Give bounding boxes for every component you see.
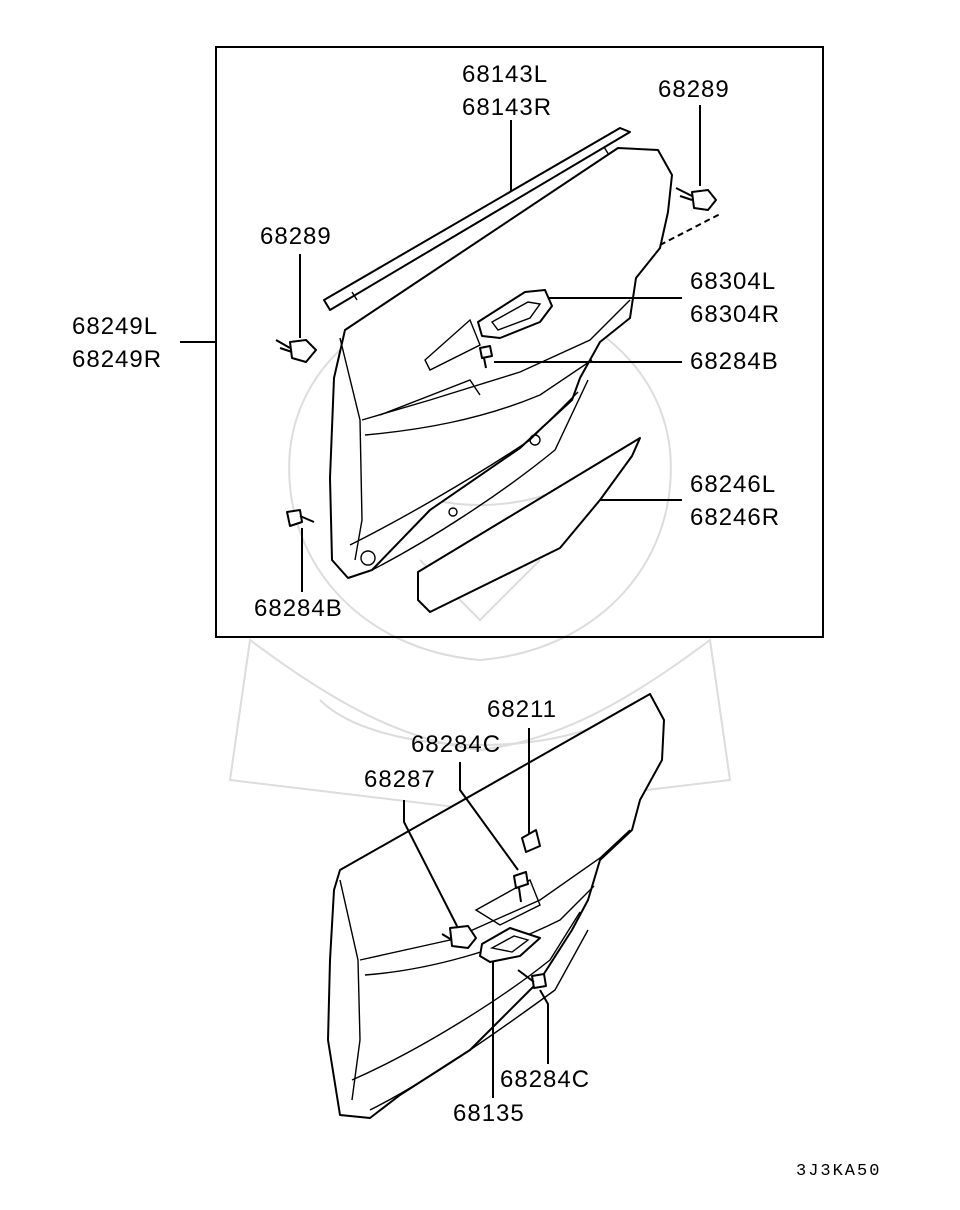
clip-top xyxy=(675,187,717,211)
lower-door-trim-panel xyxy=(327,693,665,1119)
label-handle-l: 68304L xyxy=(690,268,777,295)
screw-upper-lower-group xyxy=(513,871,529,903)
cap-part xyxy=(521,829,541,853)
label-pocket-l: 68246L xyxy=(690,471,777,498)
label-screw-mid: 68284B xyxy=(690,348,779,375)
door-pocket xyxy=(417,437,641,613)
label-weatherstrip-r: 68143R xyxy=(462,94,553,121)
screw-bottom xyxy=(286,509,315,527)
label-handle-r: 68304R xyxy=(690,301,781,328)
label-clip: 68287 xyxy=(364,766,436,793)
label-trim-r: 68249R xyxy=(72,346,163,373)
leader-screw-lower xyxy=(539,989,549,1064)
inside-handle xyxy=(477,289,553,339)
label-screw-bottom: 68284B xyxy=(254,595,343,622)
screw-mid xyxy=(479,345,493,369)
leader-screw-upper xyxy=(459,762,519,871)
bracket-part xyxy=(479,927,541,963)
label-trim-l: 68249L xyxy=(72,313,159,340)
clip-lower-group xyxy=(441,925,477,949)
label-clip-left: 68289 xyxy=(260,223,332,250)
screw-lower-lower-group xyxy=(517,969,547,989)
label-pocket-r: 68246R xyxy=(690,504,781,531)
leader-clip xyxy=(403,800,459,929)
label-bracket: 68135 xyxy=(453,1100,525,1127)
label-cap: 68211 xyxy=(487,696,557,723)
clip-left xyxy=(275,339,317,363)
label-weatherstrip-l: 68143L xyxy=(462,61,549,88)
label-screw-lower: 68284C xyxy=(500,1066,591,1093)
weatherstrip xyxy=(323,127,631,311)
figure-code: 3J3KA50 xyxy=(796,1162,882,1181)
label-clip-top: 68289 xyxy=(658,76,730,103)
label-screw-upper: 68284C xyxy=(411,731,502,758)
